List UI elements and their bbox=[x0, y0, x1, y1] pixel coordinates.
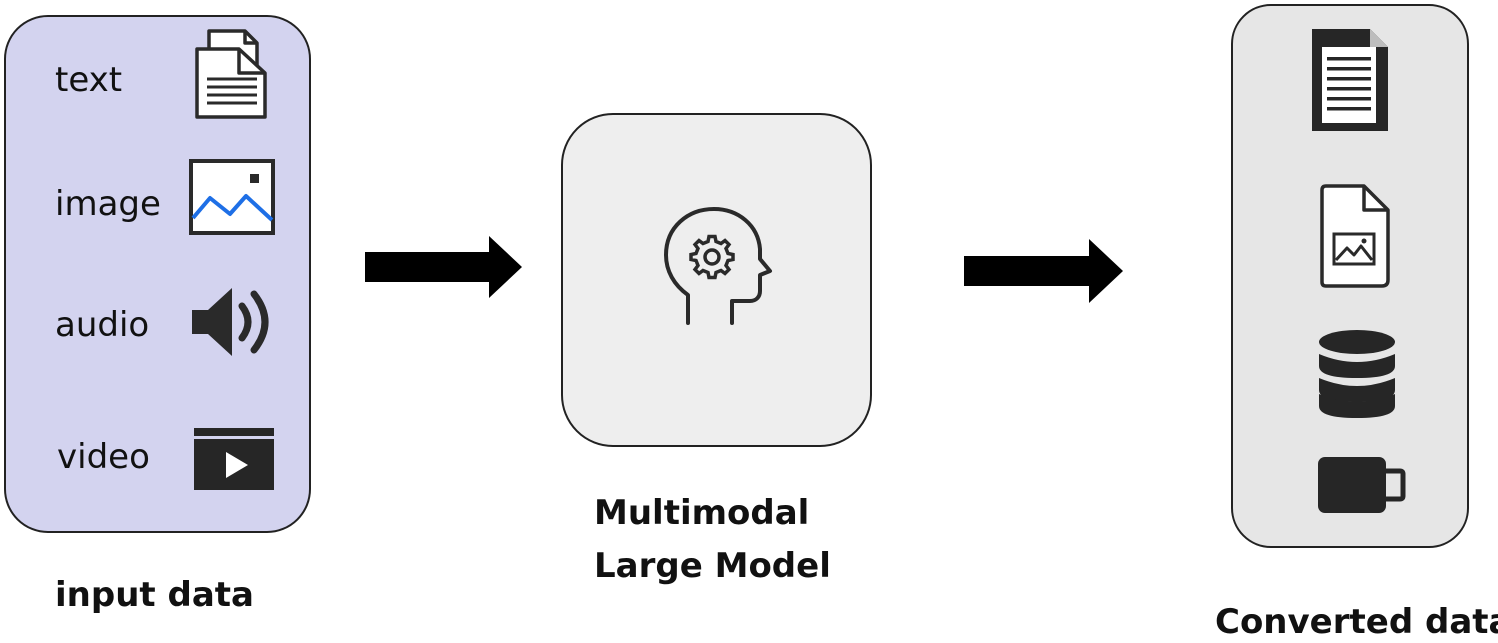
input-data-caption: input data bbox=[55, 575, 254, 615]
converted-data-caption: Converted data bbox=[1215, 602, 1498, 642]
input-label-text: text bbox=[55, 60, 123, 100]
image-icon bbox=[189, 159, 275, 235]
input-to-model-arrow bbox=[365, 236, 522, 298]
text-document-icon bbox=[195, 29, 267, 119]
model-panel bbox=[561, 113, 872, 447]
image-file-icon bbox=[1320, 184, 1390, 288]
video-player-icon bbox=[194, 428, 274, 490]
head-gear-icon bbox=[664, 207, 772, 325]
input-label-image: image bbox=[55, 184, 161, 224]
input-label-audio: audio bbox=[55, 305, 150, 345]
model-caption-line2: Large Model bbox=[594, 546, 831, 586]
document-icon bbox=[1312, 29, 1388, 131]
input-label-video: video bbox=[57, 437, 150, 477]
battery-icon bbox=[1318, 457, 1406, 513]
model-to-output-arrow bbox=[964, 239, 1123, 303]
database-icon bbox=[1319, 330, 1395, 418]
speaker-icon bbox=[192, 288, 269, 356]
model-caption-line1: Multimodal bbox=[594, 493, 810, 533]
